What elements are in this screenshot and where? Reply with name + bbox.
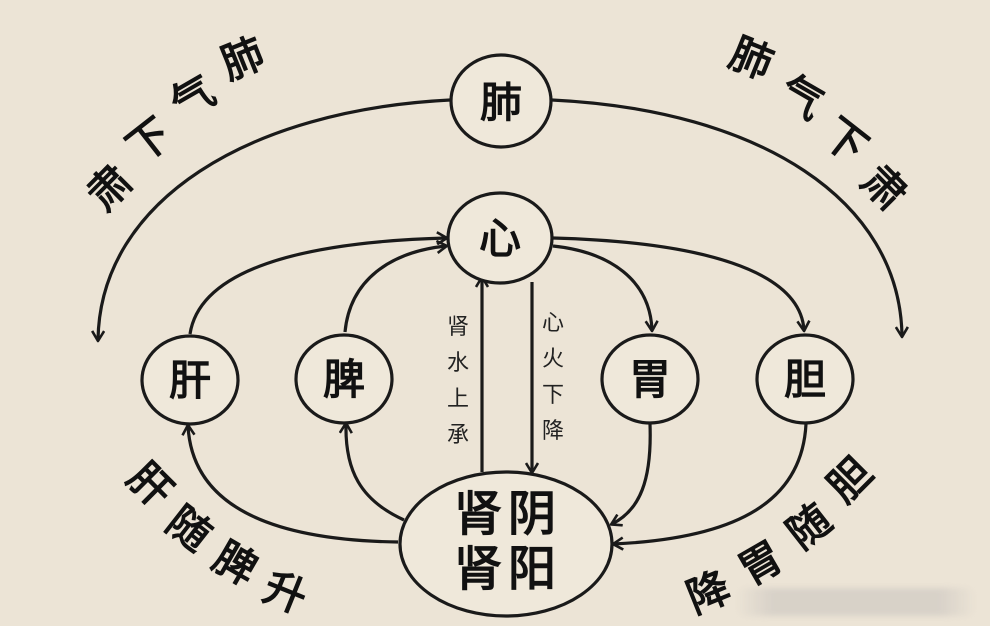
node-heart: 心 [446,191,554,285]
kidney-water-char-4: 承 [447,423,469,448]
node-stomach: 胃 [600,333,700,425]
arrow-spleen-to-heart [343,246,446,333]
node-liver-label: 肝 [169,356,211,405]
arrow-heart-to-gallbladder [552,236,804,330]
node-kidney: 肾 阴 肾 阳 [398,470,614,618]
node-gallbladder: 胆 [755,333,855,425]
node-stomach-label: 胃 [629,355,671,404]
kidney-yang-char-2: 阳 [508,541,556,597]
node-lung: 肺 [449,53,553,149]
arrow-kidney-to-liver [188,426,399,544]
node-spleen: 脾 [294,333,394,425]
lung-right-char-2: 气 [771,66,832,129]
label-kidney-water-rise: 肾 水 上 承 [447,315,469,448]
arrow-kidney-to-spleen [346,424,405,522]
kidney-yin-char-2: 阴 [508,486,556,542]
kidney-water-char-3: 上 [447,387,469,412]
lung-left-char-3: 下 [117,108,180,172]
arrow-gallbladder-to-kidney [614,423,808,544]
gall-stomach-char-1: 胆 [818,448,882,512]
node-gallbladder-label: 胆 [784,355,826,404]
lung-right-char-3: 下 [813,108,876,172]
arrow-stomach-to-kidney [612,423,652,524]
kidney-yang-char-1: 肾 [454,541,502,597]
heart-fire-char-4: 降 [542,419,564,444]
heart-fire-char-2: 火 [542,347,564,372]
lung-left-char-1: 肺 [214,28,271,89]
kidney-water-char-1: 肾 [447,315,469,340]
lung-left-char-4: 肃 [78,156,142,220]
arrow-liver-to-heart [188,238,446,335]
liver-spleen-char-2: 随 [157,496,220,560]
heart-fire-char-1: 心 [542,311,564,336]
label-lung-qi-right: 肺 气 下 肃 [723,28,917,220]
heart-fire-char-3: 下 [542,383,564,408]
gall-stomach-char-4: 降 [680,562,737,623]
lung-right-char-1: 肺 [723,28,780,89]
node-lung-label: 肺 [480,78,522,127]
node-liver: 肝 [140,334,240,426]
node-spleen-label: 脾 [323,355,365,404]
label-liver-spleen-rise: 肝 随 脾 升 [118,453,314,624]
liver-spleen-char-4: 升 [257,562,314,623]
lung-right-char-4: 肃 [852,156,916,220]
arrow-lung-to-gallbladder [551,98,902,336]
gall-stomach-char-2: 随 [777,494,840,558]
blurred-watermark [736,588,976,616]
liver-spleen-char-3: 脾 [205,532,266,595]
lung-left-char-2: 气 [162,66,223,129]
gall-stomach-char-3: 胃 [730,532,791,595]
node-heart-label: 心 [479,214,521,263]
label-heart-fire-descend: 心 火 下 降 [542,311,564,444]
arrow-heart-to-stomach [552,244,652,330]
kidney-yin-char-1: 肾 [454,486,502,542]
liver-spleen-char-1: 肝 [118,453,182,517]
arrow-lung-to-liver [98,98,451,340]
kidney-water-char-2: 水 [447,351,469,376]
